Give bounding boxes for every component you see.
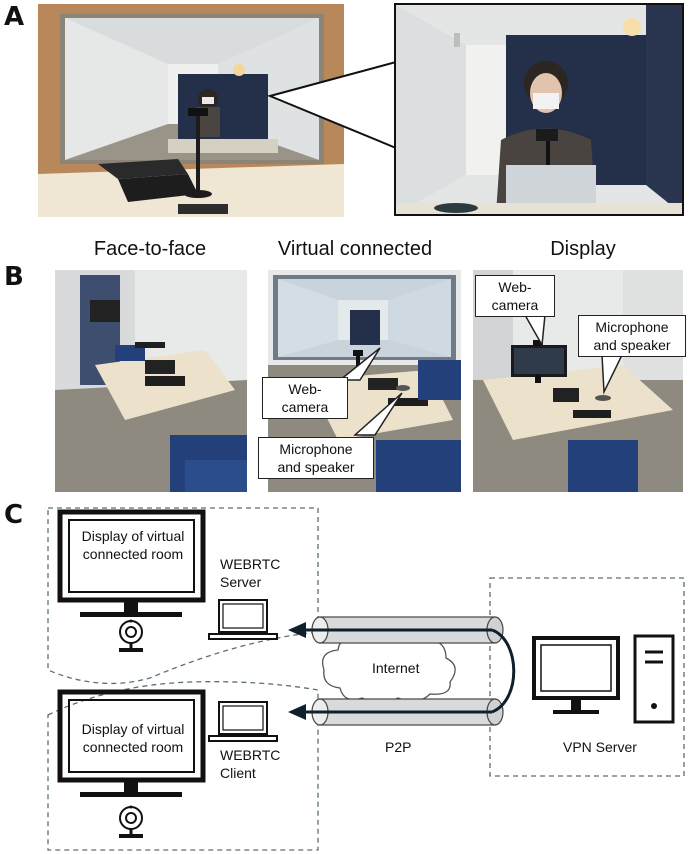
column-title-display: Display [550, 238, 616, 260]
p2p-connection [288, 622, 516, 720]
network-diagram [47, 507, 685, 851]
photo-a-zoomed-view [394, 3, 684, 216]
webcam-bottom [119, 805, 143, 838]
internet-label: Internet [372, 660, 420, 676]
column-title-virtual-connected: Virtual connected [277, 238, 433, 260]
webrtc-server-label: WEBRTC Server [220, 556, 281, 590]
callout-mic-right: Microphone and speaker [578, 315, 686, 357]
photo-b-face-to-face-room [55, 270, 247, 492]
callout-pointer-mic-right [601, 354, 624, 395]
callout-pointer-mic-mid [353, 392, 403, 436]
photo-b-display-room [473, 270, 683, 492]
monitor-top [57, 509, 206, 617]
callout-mic-mid: Microphone and speaker [258, 437, 374, 479]
callout-webcam-mid: Web- camera [262, 377, 348, 419]
panel-label-b: B [4, 262, 24, 292]
vpn-server-label: VPN Server [563, 739, 637, 755]
p2p-label: P2P [385, 739, 412, 755]
vpn-server-monitor [532, 636, 620, 714]
webcam-top [119, 619, 143, 652]
laptop-top [208, 599, 278, 640]
vpn-server-tower [633, 634, 675, 724]
callout-pointer-webcam-mid [337, 347, 381, 381]
zoom-callout-wedge [266, 60, 398, 150]
top-display-label: Display of virtual connected room [81, 528, 185, 562]
webrtc-client-label: WEBRTC Client [220, 747, 281, 781]
panel-label-c: C [4, 500, 24, 530]
callout-webcam-right: Web- camera [475, 275, 555, 317]
laptop-bottom [208, 701, 278, 742]
panel-label-a: A [4, 2, 25, 32]
bottom-display-label: Display of virtual connected room [81, 721, 185, 755]
monitor-bottom [57, 689, 206, 797]
column-title-face-to-face: Face-to-face [93, 238, 207, 260]
